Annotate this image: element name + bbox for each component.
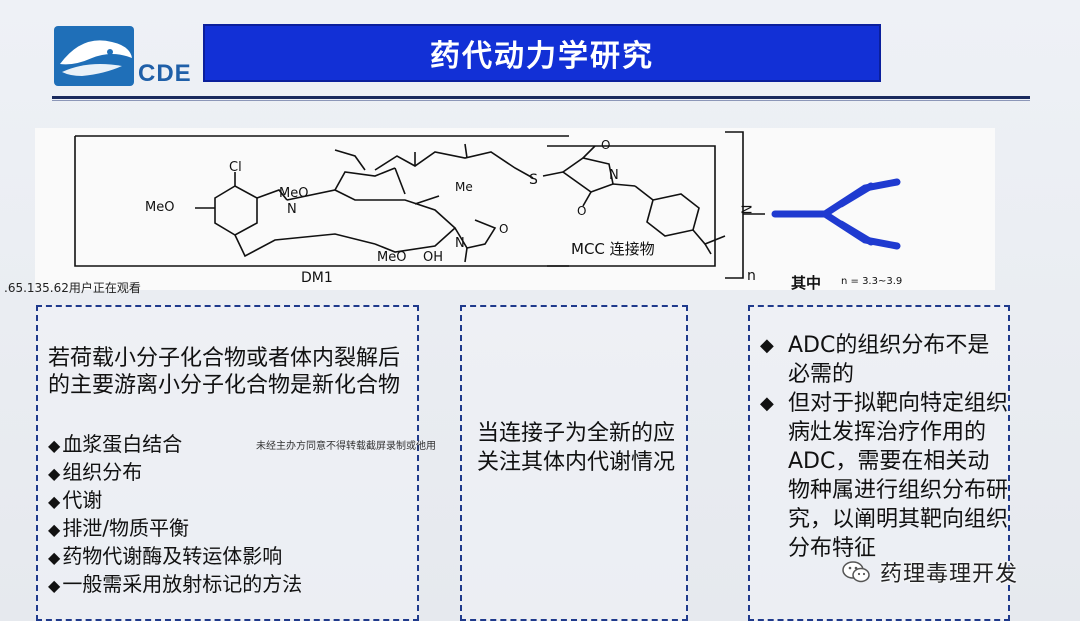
list-item: ◆ADC的组织分布不是必需的 (760, 333, 990, 387)
label-n-bottom: N (455, 236, 465, 251)
copyright-note: 未经主办方同意不得转载截屏录制或他用 (256, 441, 436, 452)
box2-text: 当连接子为全新的应关注其体内代谢情况 (476, 421, 675, 475)
label-o-succ-bot: O (577, 204, 587, 218)
title-bar: 药代动力学研究 (203, 24, 881, 82)
label-s: S (529, 172, 538, 188)
list-item: ◆组织分布 (48, 460, 143, 484)
box1-list: ◆血浆蛋白结合 ◆组织分布 ◆代谢 ◆排泄/物质平衡 ◆药物代谢酶及转运体影响 … (48, 431, 302, 599)
box3-list: ◆ADC的组织分布不是必需的 ◆但对于拟靶向特定组织病灶发挥治疗作用的ADC，需… (760, 331, 1008, 563)
header-divider (52, 96, 1030, 99)
list-item: ◆但对于拟靶向特定组织病灶发挥治疗作用的ADC，需要在相关动物种属进行组织分布研… (760, 391, 1009, 561)
list-item: ◆药物代谢酶及转运体影响 (48, 544, 283, 568)
box-new-compound: 若荷载小分子化合物或者体内裂解后的主要游离小分子化合物是新化合物 ◆血浆蛋白结合… (36, 305, 419, 621)
adc-structure-figure: MeO Cl MeO N Me S N O O MeO OH N O DM1 M… (35, 128, 995, 292)
box-tissue-distribution: ◆ADC的组织分布不是必需的 ◆但对于拟靶向特定组织病灶发挥治疗作用的ADC，需… (748, 305, 1010, 621)
page-title: 药代动力学研究 (430, 39, 654, 74)
list-item: ◆代谢 (48, 488, 103, 512)
list-item: ◆一般需采用放射标记的方法 (48, 572, 303, 596)
label-meo-top: MeO (279, 186, 309, 201)
box1-intro: 若荷载小分子化合物或者体内裂解后的主要游离小分子化合物是新化合物 (48, 346, 401, 398)
cde-logo (52, 24, 197, 88)
list-item: ◆血浆蛋白结合 (48, 432, 183, 456)
diamond-bullet-icon: ◆ (760, 335, 774, 356)
diamond-bullet-icon: ◆ (760, 393, 774, 414)
diamond-bullet-icon: ◆ (48, 520, 61, 539)
header-divider-thin (52, 100, 1030, 101)
diamond-bullet-icon: ◆ (48, 492, 61, 511)
label-mcc: MCC 连接物 (571, 240, 655, 258)
label-n-sub: n (747, 268, 756, 284)
label-o-succ-top: O (601, 138, 611, 152)
logo-text: CDE (138, 60, 192, 87)
diamond-bullet-icon: ◆ (48, 464, 61, 483)
wechat-watermark: 药理毒理开发 (842, 556, 1018, 588)
label-me: Me (455, 180, 473, 194)
wechat-icon (842, 561, 870, 583)
cde-logo-icon (54, 26, 134, 86)
label-o-bottom: O (499, 222, 509, 236)
list-item: ◆排泄/物质平衡 (48, 516, 190, 540)
label-cl: Cl (229, 160, 242, 175)
adc-structure-drawing (74, 131, 901, 279)
label-nh: N (740, 204, 756, 215)
antibody-icon (771, 178, 901, 250)
viewer-ip-notice: .65.135.62用户正在观看 (4, 281, 141, 295)
diamond-bullet-icon: ◆ (48, 548, 61, 567)
label-n-succ: N (609, 168, 619, 183)
label-n-range: n = 3.3~3.9 (841, 276, 903, 287)
label-n-left: N (287, 202, 297, 217)
account-name: 药理毒理开发 (880, 562, 1019, 587)
label-qizhong: 其中 (791, 274, 822, 292)
label-meo-left: MeO (145, 200, 175, 215)
diamond-bullet-icon: ◆ (48, 576, 61, 595)
label-oh: OH (423, 250, 444, 265)
label-meo-bottom: MeO (377, 250, 407, 265)
diamond-bullet-icon: ◆ (48, 436, 61, 455)
box-linker-metabolism: 当连接子为全新的应关注其体内代谢情况 (460, 305, 688, 621)
label-dm1: DM1 (301, 270, 333, 286)
